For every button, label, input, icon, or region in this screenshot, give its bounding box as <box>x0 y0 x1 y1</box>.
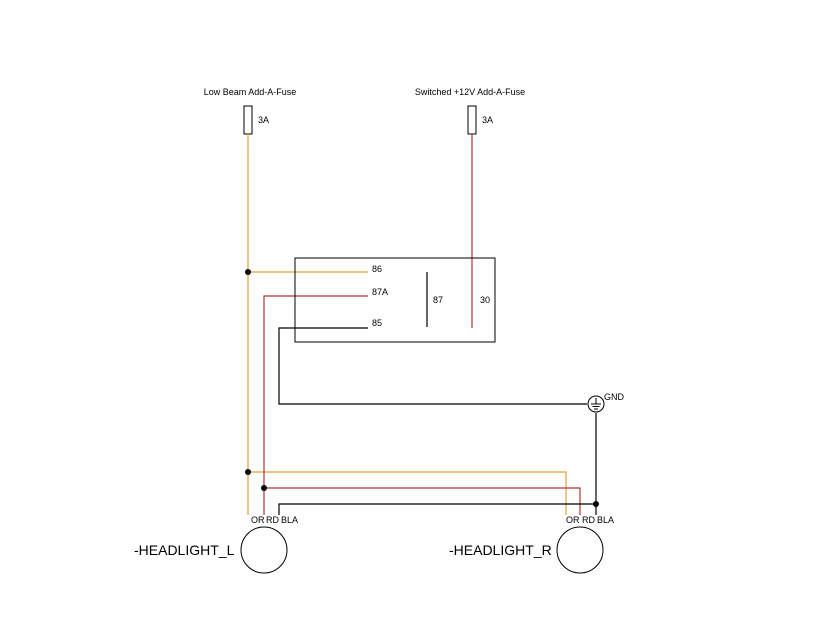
relay-body <box>294 257 496 343</box>
pin-85-ground-wire <box>278 327 587 405</box>
relay-pin-30: 30 <box>480 295 490 305</box>
left-headlight-bla-wire <box>278 503 596 515</box>
headlight-right-or-label: OR <box>566 515 580 525</box>
right-headlight-or-wire <box>248 471 567 515</box>
headlight-left-lamp-icon <box>240 526 288 574</box>
relay-pin-87a: 87A <box>372 287 388 297</box>
relay-pin-86: 86 <box>372 264 382 274</box>
switched-fuse-body <box>467 105 477 135</box>
red-wires <box>263 134 581 515</box>
low-beam-fuse-title: Low Beam Add-A-Fuse <box>204 87 297 97</box>
right-headlight-rd-wire <box>264 487 581 515</box>
headlight-right: OR RD BLA -HEADLIGHT_R <box>449 515 614 574</box>
switched-fuse: Switched +12V Add-A-Fuse 3A <box>415 87 525 135</box>
headlight-right-bla-label: BLA <box>597 515 614 525</box>
orange-wires <box>247 134 567 515</box>
junction-dot <box>261 485 267 491</box>
pin-87a-wire <box>263 295 368 515</box>
junction-dot <box>593 501 599 507</box>
ground-symbol-icon <box>587 395 605 413</box>
low-beam-fuse-rating: 3A <box>258 115 269 125</box>
junction-dot <box>245 469 251 475</box>
headlight-right-name: -HEADLIGHT_R <box>449 542 552 558</box>
headlight-left-bla-label: BLA <box>281 515 298 525</box>
switched-fuse-title: Switched +12V Add-A-Fuse <box>415 87 525 97</box>
relay-pin-85: 85 <box>372 318 382 328</box>
headlight-left-rd-label: RD <box>266 515 279 525</box>
junction-dot <box>245 269 251 275</box>
relay-pin-87: 87 <box>433 295 443 305</box>
low-beam-fuse: Low Beam Add-A-Fuse 3A <box>204 87 297 135</box>
low-beam-fuse-body <box>243 105 253 135</box>
headlight-right-lamp-icon <box>556 526 604 574</box>
switched-fuse-rating: 3A <box>482 115 493 125</box>
junctions <box>245 269 599 507</box>
black-wires <box>278 327 597 515</box>
headlight-left: OR RD BLA -HEADLIGHT_L <box>134 515 298 574</box>
headlight-left-or-label: OR <box>251 515 265 525</box>
headlight-right-rd-label: RD <box>582 515 595 525</box>
ground-label: GND <box>604 392 625 402</box>
headlight-left-name: -HEADLIGHT_L <box>134 542 235 558</box>
relay: 86 87A 85 87 30 <box>294 257 496 343</box>
